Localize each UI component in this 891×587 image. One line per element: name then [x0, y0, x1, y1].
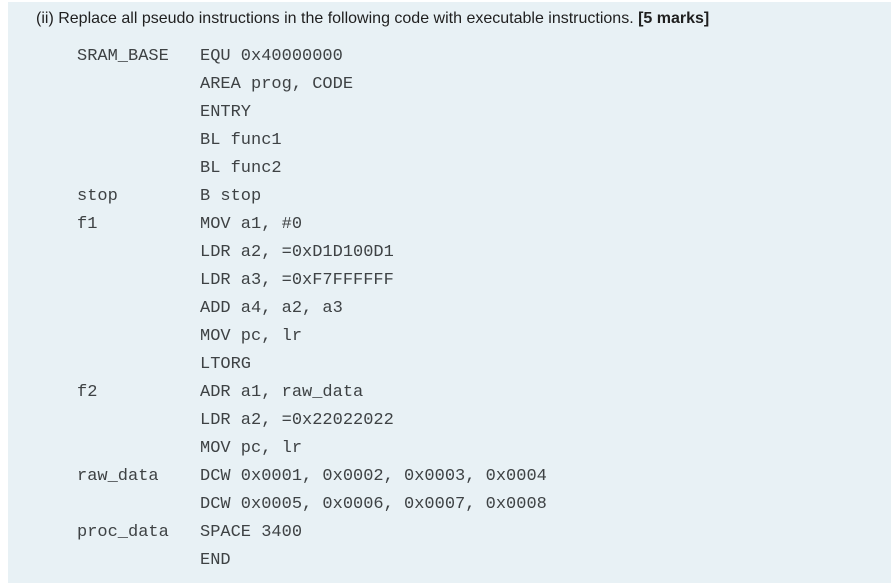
code-line: LTORG	[77, 351, 547, 379]
code-line: BL func2	[77, 155, 547, 183]
code-label	[77, 407, 200, 435]
code-label	[77, 491, 200, 519]
code-line: stop B stop	[77, 183, 547, 211]
code-label	[77, 267, 200, 295]
code-instruction: BL func1	[200, 131, 282, 150]
code-line: MOV pc, lr	[77, 435, 547, 463]
code-label	[77, 239, 200, 267]
code-label: f1	[77, 215, 98, 234]
code-instruction: ENTRY	[200, 103, 252, 122]
code-line: DCW 0x0005, 0x0006, 0x0007, 0x0008	[77, 491, 547, 519]
code-line: LDR a2, =0xD1D100D1	[77, 239, 547, 267]
code-label	[77, 295, 200, 323]
question-panel: (ii) Replace all pseudo instructions in …	[8, 2, 891, 583]
code-label: stop	[77, 187, 118, 206]
question-text: (ii) Replace all pseudo instructions in …	[36, 10, 639, 27]
code-label: proc_data	[77, 523, 169, 542]
code-label: SRAM_BASE	[77, 47, 169, 66]
code-label	[77, 155, 200, 183]
code-instruction: LTORG	[200, 355, 252, 374]
code-instruction: AREA prog, CODE	[200, 75, 354, 94]
code-instruction: LDR a2, =0x22022022	[200, 411, 394, 430]
code-line: ADD a4, a2, a3	[77, 295, 547, 323]
code-label	[77, 351, 200, 379]
code-line: LDR a3, =0xF7FFFFFF	[77, 267, 547, 295]
code-instruction: LDR a2, =0xD1D100D1	[200, 243, 394, 262]
code-instruction: END	[200, 551, 231, 570]
code-instruction: ADD a4, a2, a3	[200, 299, 343, 318]
code-instruction: MOV pc, lr	[200, 439, 303, 458]
code-instruction: DCW 0x0005, 0x0006, 0x0007, 0x0008	[200, 495, 547, 514]
code-line: BL func1	[77, 127, 547, 155]
code-label	[77, 71, 200, 99]
code-instruction: MOV pc, lr	[200, 327, 303, 346]
code-label	[77, 323, 200, 351]
code-instruction: MOV a1, #0	[200, 215, 303, 234]
code-line: SRAM_BASE EQU 0x40000000	[77, 43, 547, 71]
code-line: LDR a2, =0x22022022	[77, 407, 547, 435]
code-instruction: SPACE 3400	[200, 523, 303, 542]
marks-label: [5 marks]	[638, 10, 710, 27]
code-line: proc_data SPACE 3400	[77, 519, 547, 547]
code-line: raw_data DCW 0x0001, 0x0002, 0x0003, 0x00…	[77, 463, 547, 491]
code-line: MOV pc, lr	[77, 323, 547, 351]
code-line: f2 ADR a1, raw_data	[77, 379, 547, 407]
code-instruction: EQU 0x40000000	[200, 47, 343, 66]
code-instruction: B stop	[200, 187, 262, 206]
question-header: (ii) Replace all pseudo instructions in …	[36, 8, 709, 30]
code-line: f1 MOV a1, #0	[77, 211, 547, 239]
code-label	[77, 127, 200, 155]
code-instruction: ADR a1, raw_data	[200, 383, 364, 402]
code-instruction: BL func2	[200, 159, 282, 178]
code-instruction: DCW 0x0001, 0x0002, 0x0003, 0x0004	[200, 467, 547, 486]
code-line: END	[77, 547, 547, 575]
code-label: raw_data	[77, 467, 159, 486]
code-label: f2	[77, 383, 98, 402]
code-label	[77, 99, 200, 127]
code-label	[77, 547, 200, 575]
code-label	[77, 435, 200, 463]
code-line: ENTRY	[77, 99, 547, 127]
code-instruction: LDR a3, =0xF7FFFFFF	[200, 271, 394, 290]
code-line: AREA prog, CODE	[77, 71, 547, 99]
